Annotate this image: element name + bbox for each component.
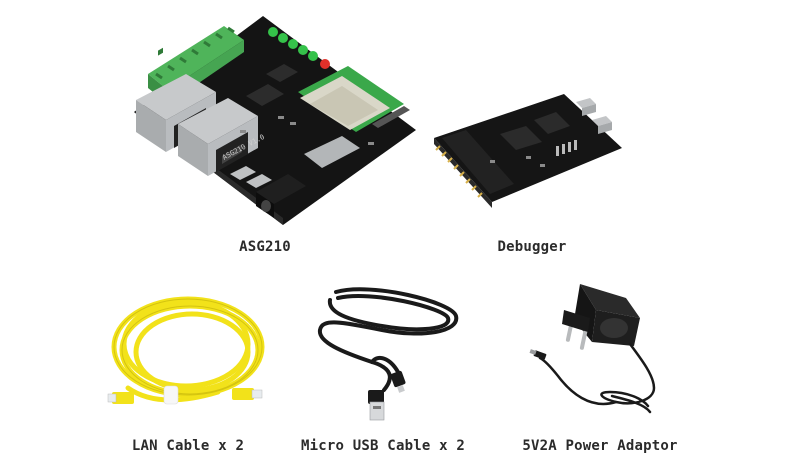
micro-usb-cable-image <box>312 282 462 430</box>
dc-barrel-jack <box>256 174 306 218</box>
micro-usb-port <box>576 98 596 116</box>
dc-plug <box>529 349 547 360</box>
adaptor-body <box>574 284 640 346</box>
asg210-board-image: ASG210 V1.0 <box>128 12 418 227</box>
micro-usb-port <box>592 116 612 134</box>
rj45-plug <box>107 392 134 404</box>
micro-usb-plug <box>390 370 406 393</box>
lan-cable-image <box>107 292 268 414</box>
power-adaptor-image <box>529 280 670 420</box>
usb-a-plug <box>368 390 385 421</box>
caption-debugger: Debugger <box>497 239 567 255</box>
sd-card-slot <box>304 136 360 168</box>
debugger-board-image <box>430 90 625 210</box>
caption-power-adaptor: 5V2A Power Adaptor <box>522 438 678 454</box>
status-leds <box>268 27 330 69</box>
caption-lan-cable: LAN Cable x 2 <box>131 438 245 454</box>
caption-micro-usb-cable: Micro USB Cable x 2 <box>301 438 465 454</box>
rj45-plug <box>232 388 263 400</box>
wifi-module <box>298 66 404 132</box>
pin-header <box>435 145 483 198</box>
cable-tie <box>163 385 179 405</box>
rj45-jack <box>178 98 258 176</box>
caption-asg210: ASG210 <box>239 239 291 255</box>
